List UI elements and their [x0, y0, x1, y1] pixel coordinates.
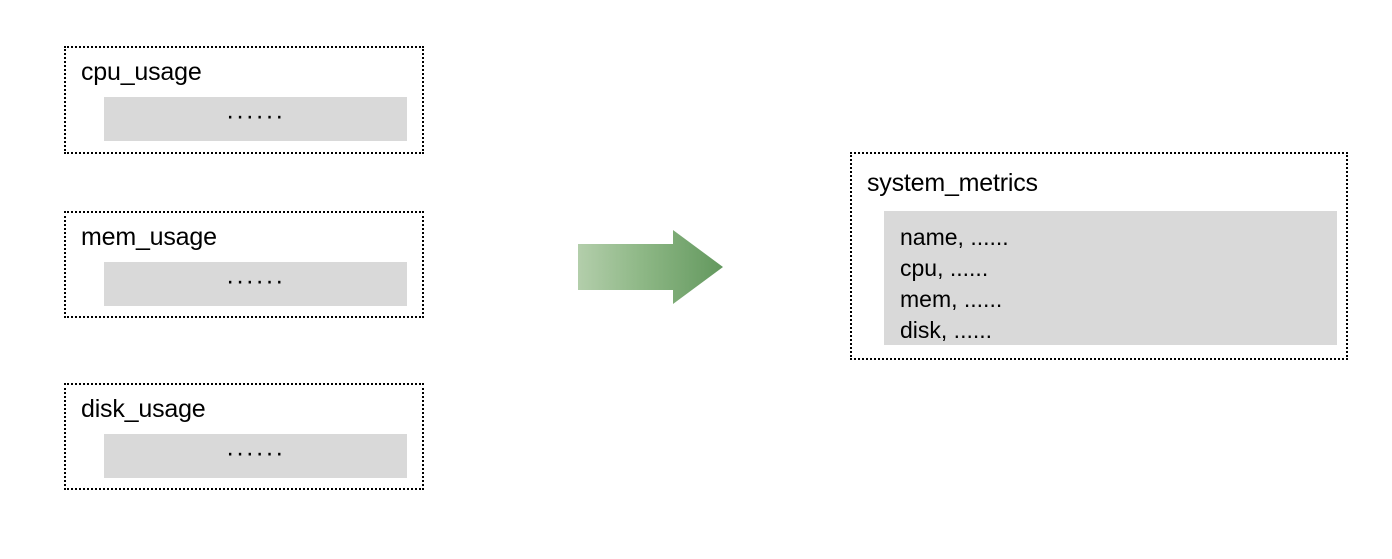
target-row-disk: disk, ...... [900, 317, 993, 343]
source-title-disk-usage: disk_usage [81, 395, 206, 423]
source-title-mem-usage: mem_usage [81, 223, 217, 251]
target-row-mem: mem, ...... [900, 286, 1003, 312]
source-payload-cpu-usage: ······ [104, 97, 407, 141]
target-title-system-metrics: system_metrics [867, 169, 1038, 197]
ellipsis-placeholder: ······ [226, 101, 285, 130]
ellipsis-placeholder: ······ [226, 438, 285, 467]
source-box-cpu-usage[interactable]: cpu_usage ······ [64, 46, 424, 154]
source-payload-mem-usage: ······ [104, 262, 407, 306]
target-box-system-metrics[interactable]: system_metrics name, ...... cpu, ...... … [850, 152, 1348, 360]
source-box-mem-usage[interactable]: mem_usage ······ [64, 211, 424, 318]
arrow-body [578, 230, 723, 304]
arrow-right-shape [578, 230, 723, 304]
source-title-cpu-usage: cpu_usage [81, 58, 202, 86]
source-box-disk-usage[interactable]: disk_usage ······ [64, 383, 424, 490]
target-row-name: name, ...... [900, 224, 1009, 250]
source-payload-disk-usage: ······ [104, 434, 407, 478]
arrow-right-icon [576, 228, 726, 306]
target-row-cpu: cpu, ...... [900, 255, 989, 281]
ellipsis-placeholder: ······ [226, 266, 285, 295]
target-payload-system-metrics: name, ...... cpu, ...... mem, ...... dis… [884, 211, 1337, 345]
